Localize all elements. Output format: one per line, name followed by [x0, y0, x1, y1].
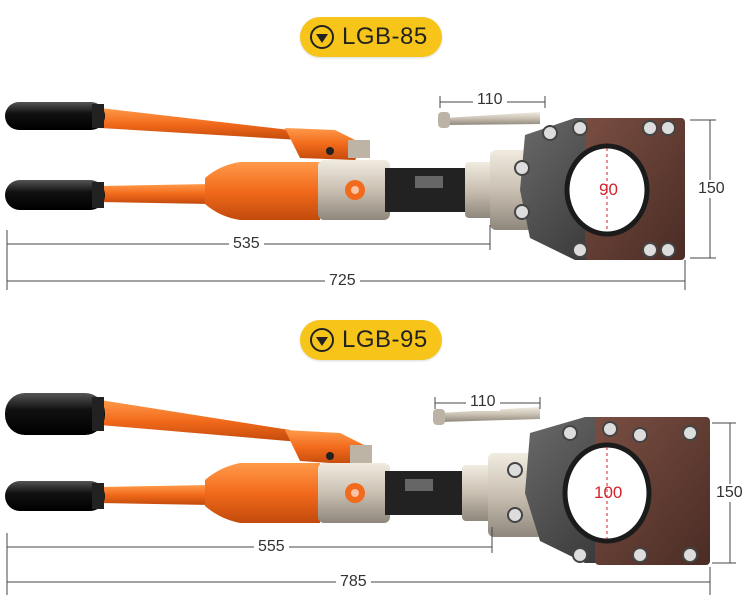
- pump-body: [205, 463, 320, 523]
- upper-grip: [5, 102, 105, 130]
- model-badge: LGB-85: [300, 17, 442, 57]
- product-lgb-85: LGB-85 110 90 150 535 725: [0, 0, 750, 300]
- lower-handle: [5, 162, 320, 220]
- dim-grip: 110: [466, 393, 500, 411]
- side-grip: [440, 407, 540, 422]
- dim-total: 785: [336, 573, 371, 591]
- cutting-head: [488, 417, 710, 565]
- dim-opening: 90: [599, 180, 618, 199]
- cutting-head: [490, 118, 685, 260]
- dim-height: 150: [712, 484, 747, 502]
- chevron-down-circle-icon: [310, 328, 334, 352]
- dim-body: 555: [254, 538, 289, 556]
- dim-opening: 100: [594, 483, 623, 502]
- cable-cutter-illustration: [5, 96, 716, 290]
- dim-body: 535: [229, 235, 264, 253]
- pump-body: [205, 162, 320, 220]
- cable-cutter-illustration: [5, 393, 736, 595]
- cutting-opening: [562, 442, 652, 544]
- dim-grip: 110: [473, 91, 507, 109]
- model-name: LGB-85: [342, 23, 428, 50]
- hydraulic-sleeve: [385, 168, 475, 212]
- dim-total: 725: [325, 272, 360, 290]
- lower-handle: [5, 463, 320, 523]
- side-grip: [445, 112, 540, 125]
- lower-grip: [5, 481, 105, 511]
- dim-height: 150: [694, 180, 729, 198]
- upper-grip: [5, 393, 105, 435]
- chevron-down-circle-icon: [310, 25, 334, 49]
- upper-handle: [5, 393, 372, 465]
- model-name: LGB-95: [342, 326, 428, 353]
- model-badge: LGB-95: [300, 320, 442, 360]
- upper-handle: [5, 102, 370, 160]
- product-lgb-95: LGB-95 110 100 150 555 785: [0, 305, 750, 605]
- hydraulic-sleeve: [385, 471, 475, 515]
- lower-grip: [5, 180, 105, 210]
